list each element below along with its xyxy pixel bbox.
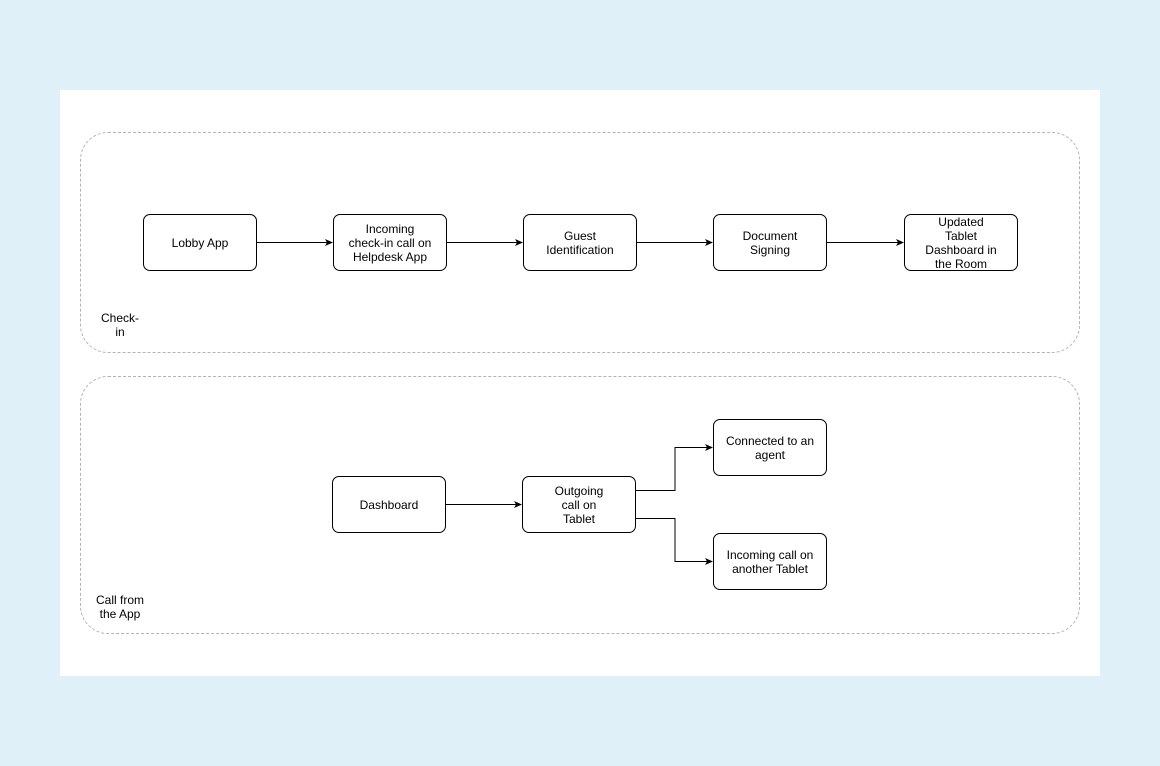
node-incoming-call-another-tablet[interactable]: Incoming call on another Tablet [713,533,827,590]
group-label-call-from-app: Call from the App [95,593,144,621]
node-connected-to-agent[interactable]: Connected to an agent [713,419,827,476]
node-lobby-app[interactable]: Lobby App [143,214,257,271]
node-guest-identification[interactable]: Guest Identification [523,214,637,271]
group-call-from-app [80,376,1080,634]
group-check-in [80,132,1080,353]
group-label-check-in: Check- in [100,311,139,339]
diagram-canvas [60,90,1100,676]
node-updated-tablet-dashboard[interactable]: Updated Tablet Dashboard in the Room [904,214,1018,271]
node-document-signing[interactable]: Document Signing [713,214,827,271]
node-outgoing-call-tablet[interactable]: Outgoing call on Tablet [522,476,636,533]
node-incoming-checkin-call[interactable]: Incoming check-in call on Helpdesk App [333,214,447,271]
node-dashboard[interactable]: Dashboard [332,476,446,533]
